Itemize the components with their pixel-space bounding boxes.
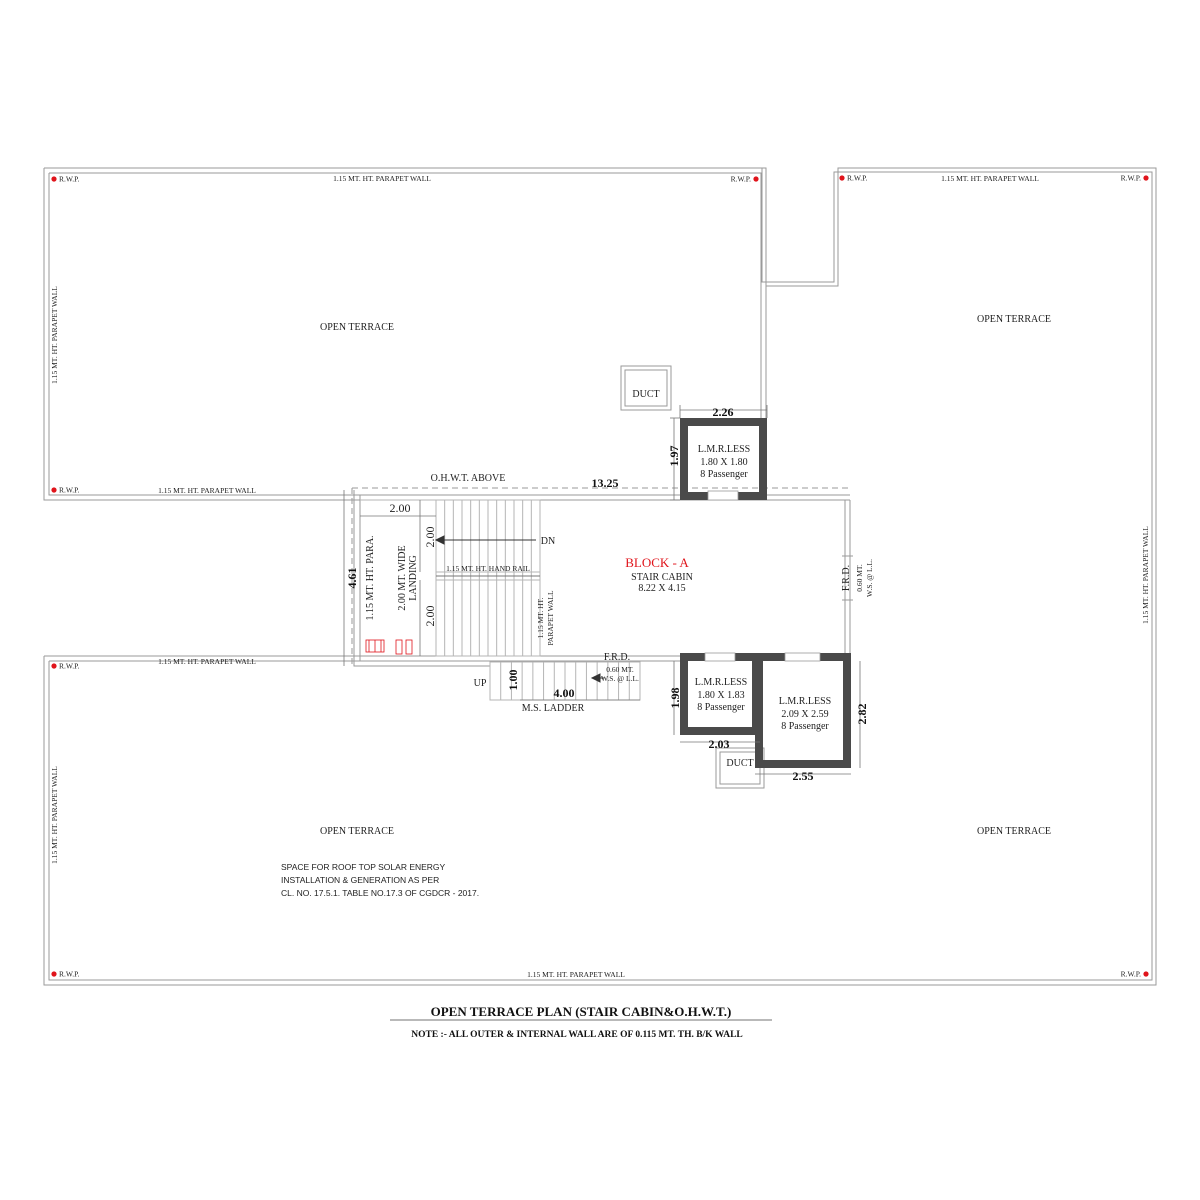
- parapet-label-left-lower: 1.15 MT. HT. PARAPET WALL: [50, 766, 59, 864]
- landing-label-1: 2.00 MT. WIDE: [397, 545, 408, 610]
- lift-1-capacity: 8 Passenger: [700, 469, 748, 480]
- lift-2-name: L.M.R.LESS: [695, 677, 748, 688]
- open-terrace-top-right: OPEN TERRACE: [977, 314, 1051, 325]
- ms-ladder-marker: [365, 639, 413, 655]
- block-label: BLOCK - A: [625, 555, 689, 570]
- solar-note-1: SPACE FOR ROOF TOP SOLAR ENERGY: [281, 862, 446, 872]
- stair-parapet-label-2: PARAPET WALL: [546, 590, 555, 646]
- ws-label-right-2: W.S. @ L.L.: [865, 559, 874, 597]
- rwp-markers: R.W.P. R.W.P. R.W.P. R.W.P. R.W.P. R.W.P. R.W.…: [51, 174, 1149, 979]
- stair-cabin-label: STAIR CABIN: [631, 572, 693, 583]
- lift-walls: [680, 418, 851, 768]
- rwp-label: R.W.P.: [1121, 174, 1141, 183]
- duct-top: [620, 365, 672, 411]
- parapet-label-left-upper: 1.15 MT. HT. PARAPET WALL: [50, 286, 59, 384]
- rwp-dot: [1143, 175, 1149, 181]
- dim-2-26: 2.26: [713, 405, 734, 419]
- plan-note: NOTE :- ALL OUTER & INTERNAL WALL ARE OF…: [411, 1030, 743, 1040]
- lift-2-labels: L.M.R.LESS 1.80 X 1.83 8 Passenger: [695, 677, 748, 713]
- rwp-dot: [753, 176, 759, 182]
- lift-1-size: 1.80 X 1.80: [700, 457, 747, 468]
- ws-label-bottom-1: 0.60 MT.: [606, 665, 634, 674]
- parapet-label-top-right: 1.15 MT. HT. PARAPET WALL: [941, 174, 1039, 183]
- rwp-label: R.W.P.: [1121, 970, 1141, 979]
- dim-4-00: 4.00: [554, 686, 575, 700]
- parapet-label-bottom: 1.15 MT. HT. PARAPET WALL: [527, 970, 625, 979]
- parapet-label-top-left: 1.15 MT. HT. PARAPET WALL: [333, 174, 431, 183]
- lift-3-labels: L.M.R.LESS 2.09 X 2.59 8 Passenger: [779, 696, 832, 732]
- dim-4-61: 4.61: [345, 568, 359, 589]
- open-terrace-bottom-left: OPEN TERRACE: [320, 826, 394, 837]
- rwp-label: R.W.P.: [59, 662, 79, 671]
- parapet-outlines: [43, 167, 1157, 986]
- dim-1-98: 1.98: [668, 688, 682, 709]
- dim-2-55: 2.55: [793, 769, 814, 783]
- parapet-short-label: 1.15 MT. HT. PARA.: [365, 535, 376, 620]
- rwp-dot: [51, 971, 57, 977]
- dim-2-03: 2.03: [709, 737, 730, 751]
- solar-note-3: CL. NO. 17.5.1. TABLE NO.17.3 OF CGDCR -…: [281, 888, 479, 898]
- rwp-label: R.W.P.: [59, 970, 79, 979]
- rwp-dot: [51, 176, 57, 182]
- rwp-dot: [1143, 971, 1149, 977]
- up-label: UP: [474, 678, 487, 689]
- duct-label-top: DUCT: [632, 389, 659, 400]
- parapet-label-lower: 1.15 MT. HT. PARAPET WALL: [158, 657, 256, 666]
- ms-ladder-label: M.S. LADDER: [522, 703, 585, 714]
- direction-arrows: [434, 535, 604, 683]
- open-terrace-top-left: OPEN TERRACE: [320, 322, 394, 333]
- dim-2-00-lower: 2.00: [423, 606, 437, 627]
- lift-1-name: L.M.R.LESS: [698, 444, 751, 455]
- solar-note-2: INSTALLATION & GENERATION AS PER: [281, 875, 439, 885]
- duct-label-bottom: DUCT: [726, 758, 753, 769]
- lift-3-capacity: 8 Passenger: [781, 721, 829, 732]
- rwp-label: R.W.P.: [847, 174, 867, 183]
- dim-2-00-landing: 2.00: [390, 501, 411, 515]
- ws-label-right-1: 0.60 MT.: [855, 564, 864, 592]
- dim-1-00: 1.00: [506, 670, 520, 691]
- stair-cabin-size: 8.22 X 4.15: [638, 583, 685, 594]
- dim-1-97: 1.97: [667, 446, 681, 467]
- parapet-label-right: 1.15 MT. HT. PARAPET WALL: [1141, 526, 1150, 624]
- lift-3-size: 2.09 X 2.59: [781, 709, 828, 720]
- lift-1-labels: L.M.R.LESS 1.80 X 1.80 8 Passenger: [698, 444, 751, 480]
- rwp-dot: [51, 663, 57, 669]
- dim-13-25: 13.25: [592, 476, 619, 490]
- stair-parapet-label-1: 1.15 MT. HT.: [536, 597, 545, 638]
- rwp-dot: [839, 175, 845, 181]
- ws-label-bottom-2: W.S. @ L.L.: [601, 674, 639, 683]
- open-terrace-bottom-right: OPEN TERRACE: [977, 826, 1051, 837]
- dimension-lines: [343, 405, 861, 775]
- rwp-label: R.W.P.: [731, 175, 751, 184]
- lift-2-capacity: 8 Passenger: [697, 702, 745, 713]
- landing-label-2: LANDING: [408, 555, 419, 601]
- ohwt-label: O.H.W.T. ABOVE: [431, 473, 506, 484]
- dn-label: DN: [541, 536, 555, 547]
- rwp-label: R.W.P.: [59, 175, 79, 184]
- lift-2-size: 1.80 X 1.83: [697, 690, 744, 701]
- plan-title: OPEN TERRACE PLAN (STAIR CABIN&O.H.W.T.): [431, 1004, 732, 1019]
- rwp-dot: [51, 487, 57, 493]
- parapet-label-mid: 1.15 MT. HT. PARAPET WALL: [158, 486, 256, 495]
- lift-3-name: L.M.R.LESS: [779, 696, 832, 707]
- stair-flight: [360, 499, 541, 657]
- rwp-label: R.W.P.: [59, 486, 79, 495]
- dim-2-82: 2.82: [855, 704, 869, 725]
- frd-label-bottom: F.R.D.: [604, 652, 630, 663]
- hand-rail-label: 1.15 MT. HT. HAND RAIL: [446, 564, 530, 573]
- frd-label-right: F.R.D.: [841, 565, 852, 591]
- dim-2-00-upper: 2.00: [423, 527, 437, 548]
